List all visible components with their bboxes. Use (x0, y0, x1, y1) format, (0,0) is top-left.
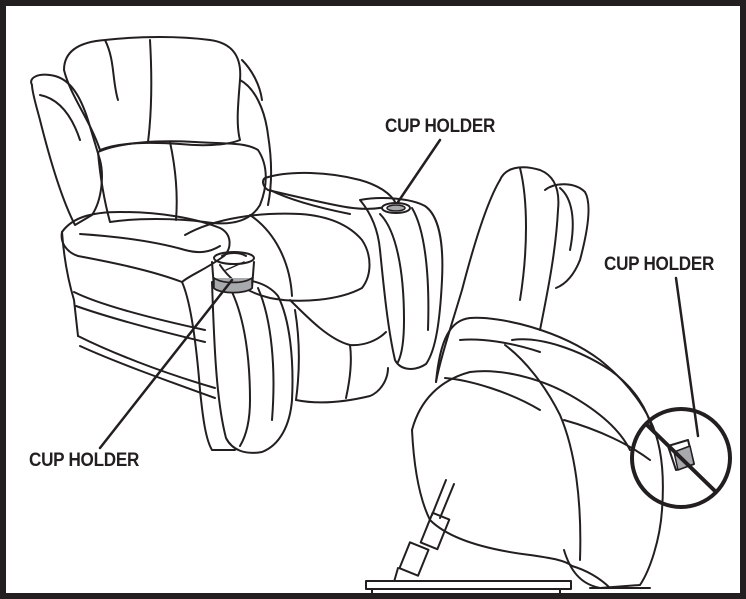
cup-holder-label-top: CUP HOLDER (385, 116, 496, 137)
leader-lines (98, 138, 700, 450)
upright-recliner (30, 36, 444, 454)
lifted-recliner (365, 166, 732, 595)
leader-right (674, 276, 700, 438)
cup-holder-label-right: CUP HOLDER (604, 254, 715, 275)
leader-top (396, 138, 442, 204)
leader-left (98, 278, 234, 450)
cup-holder-label-left: CUP HOLDER (29, 450, 140, 471)
